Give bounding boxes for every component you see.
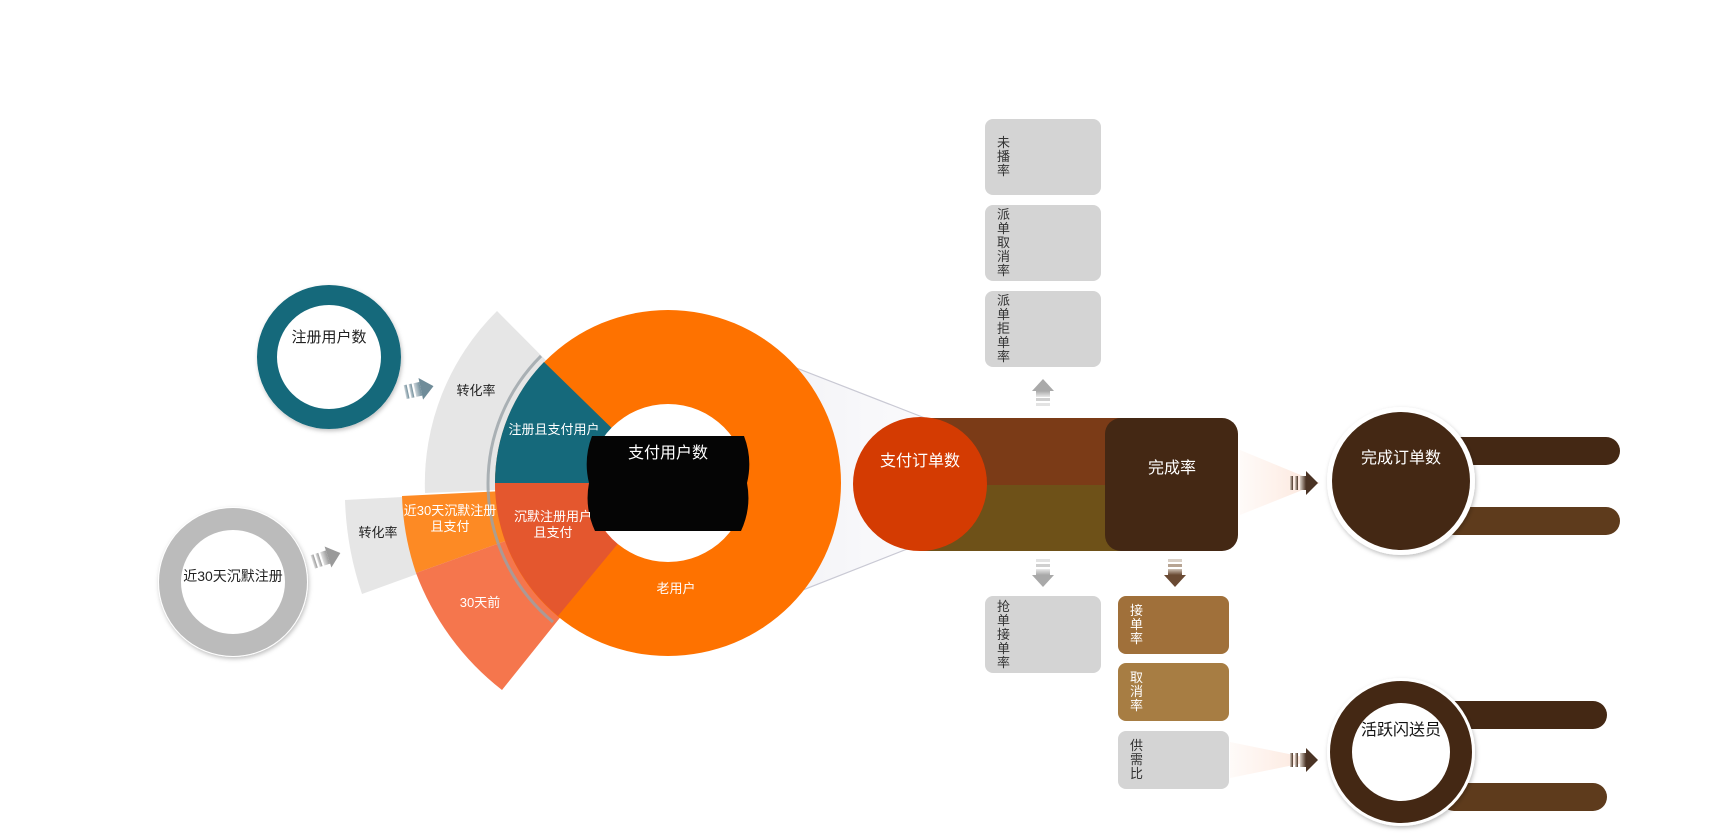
arrow-registered-to-sector-icon (403, 378, 434, 400)
completed-orders-bar-bottom (1440, 507, 1620, 535)
completion-rate-block (1105, 418, 1238, 551)
completed-orders-label: 完成订单数 (1361, 449, 1441, 467)
registered-users-label: 注册用户数 (291, 329, 366, 346)
completed-orders-node: 完成订单数 (1327, 407, 1620, 555)
silent30Paid-line-0: 近30天沉默注册 (404, 503, 496, 518)
days-30-before-label: 30天前 (460, 595, 500, 610)
sector-arc-divider (486, 354, 554, 624)
conversion-rate-bottom-label: 转化率 (358, 525, 397, 540)
registered-paid-label: 注册且支付用户 (508, 422, 599, 437)
silent-30days-ring (159, 508, 307, 656)
paid-orders-label: 支付订单数 (880, 452, 960, 470)
paid-users-label: 支付用户数 (628, 444, 708, 462)
paid-orders-circle (853, 417, 987, 551)
supply-demand-ratio-label: 供需比 (1130, 738, 1144, 781)
active-couriers-ring (1330, 681, 1472, 823)
accept-rate-label: 接单率 (1130, 603, 1144, 646)
old-users-label: 老用户 (656, 581, 695, 596)
cancel-rate-label: 取消率 (1130, 670, 1144, 713)
main-donut: 支付用户数 老用户 (494, 310, 841, 656)
grab-accept-rate-label: 抢单接单率 (997, 598, 1011, 670)
supply-demand-ratio-box: 供需比 (1118, 731, 1229, 789)
dispatch-reject-rate-label: 派单拒单率 (997, 293, 1011, 364)
conversion-rate-top-label: 转化率 (456, 383, 495, 398)
active-couriers-bar-top (1440, 701, 1607, 729)
silent-registered-paid-label: 沉默注册用户且支付 (514, 509, 592, 540)
silent-30days-node: 近30天沉默注册 (158, 507, 308, 657)
dispatch-reject-rate-box: 派单拒单率 (985, 291, 1101, 367)
arrow-to-completed-icon (1290, 471, 1318, 495)
arrow-down-brown-icon (1164, 559, 1186, 587)
registered-users-ring-outer (257, 285, 401, 429)
supply-demand-funnel (1230, 742, 1318, 778)
orders-bar: 支付订单数 完成率 (853, 417, 1238, 551)
arrow-to-couriers-icon (1290, 748, 1318, 772)
silent30Paid-line-1: 且支付 (430, 519, 469, 534)
arrow-silent-to-sector-icon (310, 546, 341, 569)
dispatch-cancel-rate-label: 派单取消率 (997, 207, 1011, 278)
registered-users-node: 注册用户数 (257, 285, 401, 429)
completed-orders-bar-top (1440, 437, 1620, 465)
silentRegPaid-line-0: 沉默注册用户 (514, 509, 592, 524)
arrow-down-gray-icon (1032, 559, 1054, 587)
silent-30days-label: 近30天沉默注册 (183, 568, 283, 584)
registered-users-ring (257, 285, 401, 429)
accept-rate-box: 接单率 (1118, 596, 1229, 654)
active-couriers-node: 活跃闪送员 (1327, 678, 1607, 826)
completion-funnel (1240, 450, 1320, 515)
silentRegPaid-line-1: 且支付 (533, 525, 572, 540)
completed-orders-circle (1332, 412, 1470, 550)
unplayed-rate-label: 未播率 (997, 135, 1011, 178)
dispatch-cancel-rate-box: 派单取消率 (985, 205, 1101, 281)
completion-rate-label: 完成率 (1148, 459, 1196, 477)
cancel-rate-box: 取消率 (1118, 663, 1229, 721)
active-couriers-bar-bottom (1440, 783, 1607, 811)
unplayed-rate-box: 未播率 (985, 119, 1101, 195)
active-couriers-label: 活跃闪送员 (1361, 721, 1441, 739)
grab-accept-rate-box: 抢单接单率 (985, 596, 1101, 673)
silent-30-paid-label: 近30天沉默注册且支付 (404, 503, 496, 534)
arrow-up-icon (1032, 379, 1054, 406)
paid-users-band (586, 436, 750, 531)
